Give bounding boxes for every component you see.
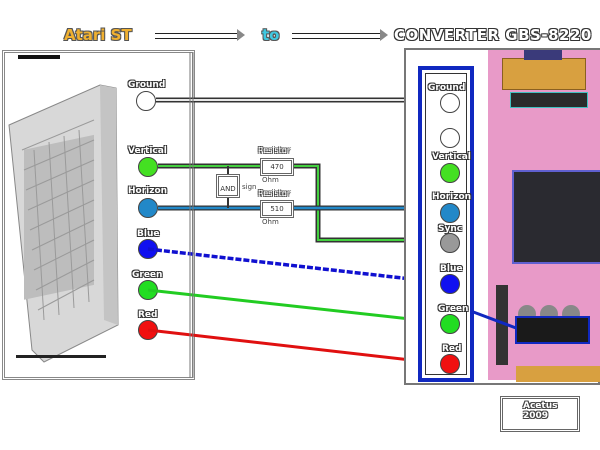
atari-pin-label-green: Green [132, 270, 163, 280]
converter-pin-label-red: Red [442, 344, 462, 354]
source-device-title: Atari ST [64, 26, 132, 44]
resistor-1-value: 470 [270, 163, 284, 171]
credit-author: Acetus [523, 401, 558, 411]
converter-pin-label-green: Green [438, 304, 469, 314]
resistor-1-unit: Ohm [262, 176, 279, 184]
logic-gate-chip: AND [216, 174, 240, 198]
vga-connector-bottom [516, 366, 600, 382]
rgb-input-header-highlight [515, 316, 590, 344]
converter-pin-sync[interactable] [440, 233, 460, 253]
wire-green [147, 288, 447, 325]
main-chip [512, 170, 600, 264]
header-arrow-line-1 [155, 33, 237, 39]
resistor-2-value: 510 [270, 205, 284, 213]
atari-pin-vertical[interactable] [138, 157, 158, 177]
vga-connector-top [502, 58, 586, 90]
target-device-title: CONVERTER GBS-8220 [394, 26, 592, 44]
converter-pin-green[interactable] [440, 314, 460, 334]
pin-header-side [496, 285, 508, 365]
resistor-2-unit: Ohm [262, 218, 279, 226]
converter-pin-blue[interactable] [440, 274, 460, 294]
header-connector-word: to [262, 26, 280, 44]
converter-pin-vertical[interactable] [440, 163, 460, 183]
wire-vertical-out [292, 165, 446, 241]
converter-pin-label-sync: Sync [438, 224, 463, 234]
vga-port-top [524, 50, 562, 60]
arrow-right-icon [380, 29, 388, 41]
resistor-2-title: Resistor [258, 189, 290, 198]
resistor-1-title: Resistor [258, 146, 290, 155]
converter-pin-column-inner [425, 73, 467, 375]
atari-pin-label-vertical: Vertical [128, 146, 167, 156]
credit-box: Acetus 2009 [500, 396, 580, 432]
converter-pin-blank[interactable] [440, 128, 460, 148]
converter-pin-label-horizon: Horizon [432, 192, 472, 202]
input-header-top [510, 92, 588, 108]
atari-pin-ground[interactable] [136, 91, 156, 111]
resistor-1: 470 [260, 158, 294, 176]
converter-pin-ground[interactable] [440, 93, 460, 113]
atari-pin-label-horizon: Horizon [128, 186, 168, 196]
atari-pin-label-red: Red [138, 310, 158, 320]
wire-red [147, 328, 447, 366]
atari-pin-label-blue: Blue [137, 229, 160, 239]
converter-pin-horizon[interactable] [440, 203, 460, 223]
wire-blue [147, 247, 447, 285]
resistor-2: 510 [260, 200, 294, 218]
atari-pin-horizon[interactable] [138, 198, 158, 218]
atari-st-keyboard-image [8, 84, 119, 363]
header-link-line [467, 308, 517, 330]
converter-pin-label-ground: Ground [428, 83, 466, 93]
panel-tab-marker [18, 55, 60, 59]
converter-pin-label-blue: Blue [440, 264, 463, 274]
arrow-right-icon [237, 29, 245, 41]
credit-year: 2009 [523, 411, 549, 421]
converter-pin-label-vertical: Vertical [432, 152, 471, 162]
atari-pin-label-ground: Ground [128, 80, 166, 90]
logic-gate-note: sign [242, 183, 257, 191]
converter-pin-red[interactable] [440, 354, 460, 374]
header-arrow-line-2 [292, 33, 380, 39]
